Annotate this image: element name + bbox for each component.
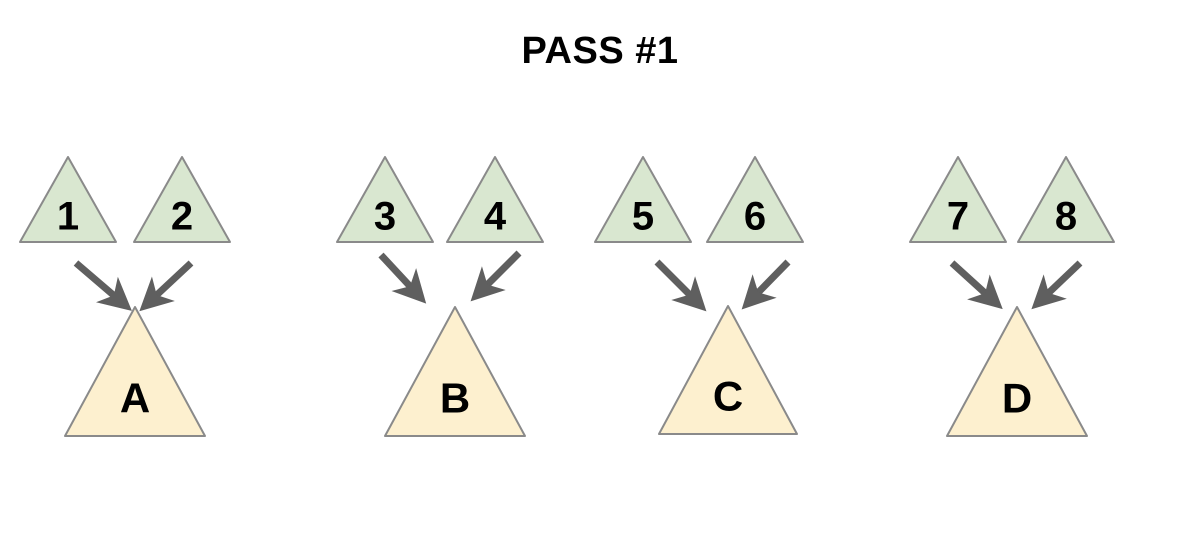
source-triangle-4: 4 — [446, 156, 544, 243]
source-triangle-8: 8 — [1017, 156, 1115, 243]
triangle-shape — [64, 306, 206, 437]
triangle-shape — [946, 306, 1088, 437]
triangle-label: 2 — [171, 195, 193, 239]
triangle-shape — [336, 156, 434, 243]
merge-arrow-8-to-d — [1031, 260, 1083, 310]
triangle-shape — [1017, 156, 1115, 243]
target-triangle-b: B — [384, 306, 526, 437]
triangle-label: 7 — [947, 195, 969, 239]
triangle-label: A — [120, 374, 150, 421]
triangle-shape — [384, 306, 526, 437]
triangle-shape — [706, 156, 804, 243]
triangle-shape — [594, 156, 692, 243]
merge-arrow-6-to-c — [741, 259, 791, 310]
triangle-label: 4 — [484, 195, 507, 239]
merge-arrow-4-to-b — [470, 250, 522, 302]
triangle-label: 8 — [1055, 195, 1077, 239]
triangle-label: 6 — [744, 195, 766, 239]
triangle-shape — [133, 156, 231, 243]
triangle-shape — [658, 305, 798, 435]
merge-arrow-1-to-a — [73, 260, 132, 311]
triangle-label: 1 — [57, 195, 79, 239]
triangle-shape — [446, 156, 544, 243]
source-triangle-1: 1 — [19, 156, 117, 243]
merge-arrow-3-to-b — [378, 252, 427, 304]
source-triangle-5: 5 — [594, 156, 692, 243]
merge-arrow-5-to-c — [654, 259, 707, 312]
triangle-label: D — [1002, 374, 1032, 421]
target-triangle-d: D — [946, 306, 1088, 437]
triangle-shape — [909, 156, 1007, 243]
triangle-label: 3 — [374, 195, 396, 239]
source-triangle-6: 6 — [706, 156, 804, 243]
source-triangle-3: 3 — [336, 156, 434, 243]
triangle-label: B — [440, 374, 470, 421]
merge-arrow-7-to-d — [949, 260, 1003, 310]
target-triangle-c: C — [658, 305, 798, 435]
source-triangle-7: 7 — [909, 156, 1007, 243]
source-triangle-2: 2 — [133, 156, 231, 243]
triangle-label: C — [713, 373, 743, 420]
page-title: PASS #1 — [521, 30, 679, 72]
merge-arrow-2-to-a — [139, 260, 194, 312]
triangle-shape — [19, 156, 117, 243]
target-triangle-a: A — [64, 306, 206, 437]
triangle-label: 5 — [632, 195, 654, 239]
